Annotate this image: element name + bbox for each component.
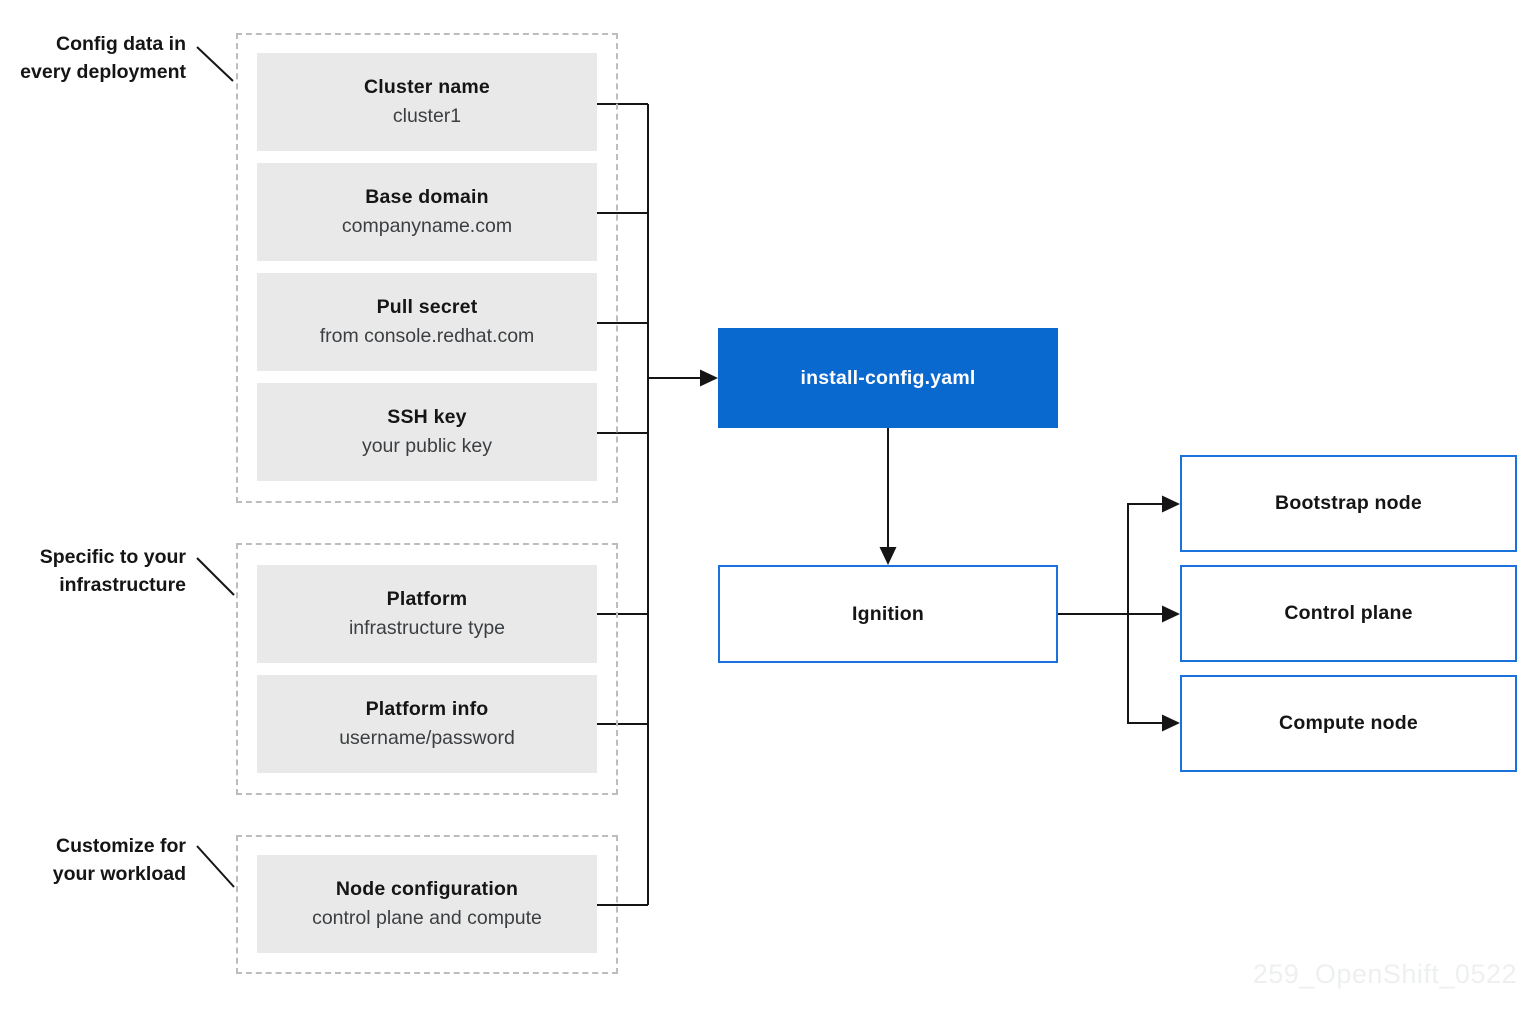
arrowhead-control-plane bbox=[1162, 605, 1180, 623]
box-compute-node: Compute node bbox=[1180, 675, 1517, 772]
label-specific-line1: Specific to your bbox=[39, 546, 186, 568]
box-cluster-name-title: Cluster name bbox=[364, 76, 490, 98]
tick-line-specific bbox=[196, 557, 235, 596]
label-specific-line2: infrastructure bbox=[59, 574, 186, 596]
box-cluster-name-subtitle: cluster1 bbox=[392, 105, 462, 127]
box-cluster-name: Cluster name cluster1 bbox=[257, 53, 597, 151]
box-node-configuration-subtitle: control plane and compute bbox=[312, 907, 542, 929]
label-config-data-line2: every deployment bbox=[20, 61, 186, 83]
tick-line-config-data bbox=[196, 46, 234, 82]
box-ignition: Ignition bbox=[718, 565, 1058, 663]
box-node-configuration-title: Node configuration bbox=[335, 878, 519, 900]
box-install-config-yaml: install-config.yaml bbox=[718, 328, 1058, 428]
box-platform-info: Platform info username/password bbox=[257, 675, 597, 773]
box-platform-subtitle: infrastructure type bbox=[348, 617, 506, 639]
box-ssh-key: SSH key your public key bbox=[257, 383, 597, 481]
tick-line-customize bbox=[196, 845, 235, 888]
box-base-domain: Base domain companyname.com bbox=[257, 163, 597, 261]
label-customize-line1: Customize for bbox=[55, 835, 186, 857]
box-base-domain-subtitle: companyname.com bbox=[341, 215, 513, 237]
ignition-label: Ignition bbox=[852, 602, 924, 625]
control-plane-label: Control plane bbox=[1284, 602, 1413, 624]
label-config-data: Config data in every deployment bbox=[0, 30, 186, 86]
label-customize-workload: Customize for your workload bbox=[0, 832, 186, 888]
group-specific-infrastructure bbox=[236, 543, 618, 795]
box-platform-title: Platform bbox=[386, 588, 468, 610]
box-ssh-key-title: SSH key bbox=[387, 406, 467, 428]
box-base-domain-title: Base domain bbox=[365, 186, 489, 208]
arrowhead-compute-node bbox=[1162, 714, 1180, 732]
box-pull-secret: Pull secret from console.redhat.com bbox=[257, 273, 597, 371]
label-config-data-line1: Config data in bbox=[56, 33, 186, 55]
arrowhead-bootstrap-node bbox=[1162, 495, 1180, 513]
label-specific-infrastructure: Specific to your infrastructure bbox=[0, 543, 186, 599]
arrowhead-install-config bbox=[700, 369, 718, 387]
box-control-plane: Control plane bbox=[1180, 565, 1517, 662]
watermark-text: 259_OpenShift_0522 bbox=[1252, 959, 1517, 989]
box-bootstrap-node: Bootstrap node bbox=[1180, 455, 1517, 552]
label-customize-line2: your workload bbox=[52, 863, 186, 885]
box-ssh-key-subtitle: your public key bbox=[361, 435, 493, 457]
group-customize-workload bbox=[236, 835, 618, 974]
branch-line-nodes bbox=[1127, 503, 1163, 724]
box-platform: Platform infrastructure type bbox=[257, 565, 597, 663]
box-platform-info-title: Platform info bbox=[365, 698, 489, 720]
box-pull-secret-subtitle: from console.redhat.com bbox=[319, 325, 535, 347]
group-config-data bbox=[236, 33, 618, 503]
box-pull-secret-title: Pull secret bbox=[376, 296, 478, 318]
box-platform-info-subtitle: username/password bbox=[339, 727, 515, 749]
arrowhead-ignition bbox=[879, 547, 897, 565]
bootstrap-node-label: Bootstrap node bbox=[1275, 492, 1422, 514]
install-config-yaml-label: install-config.yaml bbox=[800, 366, 976, 389]
box-node-configuration: Node configuration control plane and com… bbox=[257, 855, 597, 953]
compute-node-label: Compute node bbox=[1279, 712, 1418, 734]
